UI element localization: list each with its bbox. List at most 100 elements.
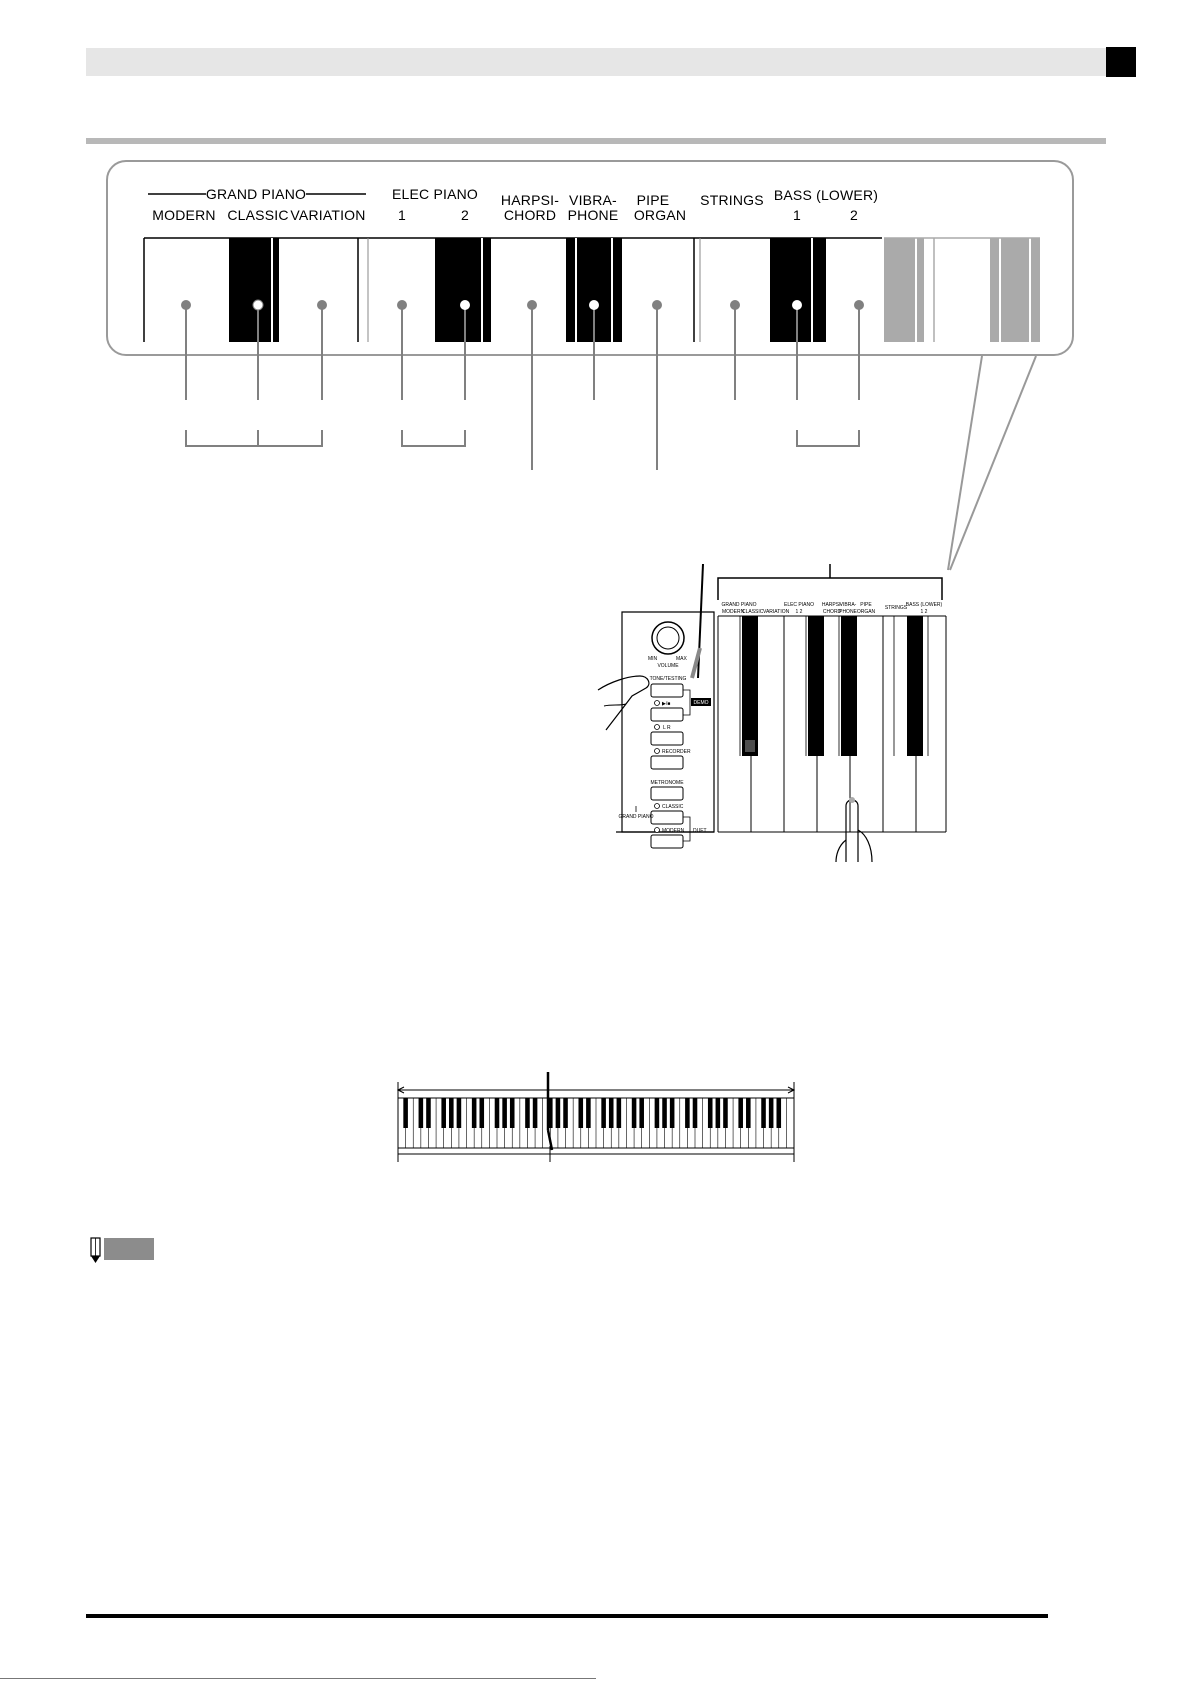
mini-black-key bbox=[669, 1098, 675, 1128]
tone-testing-label: TONE/TESTING bbox=[650, 676, 687, 682]
grand-piano-side-label: GRAND PIANO bbox=[618, 814, 653, 820]
mini-black-key bbox=[471, 1098, 477, 1128]
grey-keys-2 bbox=[990, 238, 1040, 342]
piano-control-illustration: MIN MAX VOLUME TONE/TESTING ▶/■ DEMO L R… bbox=[597, 563, 947, 863]
label-phone: PHONE bbox=[568, 207, 619, 223]
svg-text:STRINGS: STRINGS bbox=[885, 605, 908, 611]
svg-text:ELEC PIANO: ELEC PIANO bbox=[784, 602, 814, 608]
svg-text:VIBRA-: VIBRA- bbox=[840, 602, 857, 608]
mini-black-key bbox=[768, 1098, 774, 1128]
mini-black-key bbox=[456, 1098, 462, 1128]
label-modern: MODERN bbox=[152, 207, 215, 223]
svg-text:GRAND PIANO: GRAND PIANO bbox=[721, 602, 756, 608]
svg-text:CLASSIC: CLASSIC bbox=[742, 609, 764, 615]
lr-button[interactable] bbox=[650, 731, 684, 746]
mini-black-key bbox=[738, 1098, 743, 1128]
pointing-hand-icon bbox=[597, 675, 650, 731]
mini-black-key bbox=[578, 1098, 584, 1128]
label-vibra: VIBRA- bbox=[569, 192, 617, 208]
tone-button[interactable] bbox=[650, 683, 684, 698]
classic-button[interactable] bbox=[650, 810, 684, 825]
page-header-bar bbox=[86, 48, 1106, 76]
play-stop-label: ▶/■ bbox=[662, 701, 670, 707]
callout-markers bbox=[185, 305, 860, 470]
label-classic: CLASSIC bbox=[227, 207, 288, 223]
mini-black-key bbox=[441, 1098, 446, 1128]
mini-black-key bbox=[608, 1098, 614, 1128]
mini-black-key bbox=[532, 1098, 538, 1128]
mini-black-key bbox=[746, 1098, 751, 1128]
mini-black-key bbox=[654, 1098, 660, 1128]
mini-black-key bbox=[692, 1098, 698, 1128]
mini-black-key bbox=[502, 1098, 507, 1128]
mini-black-key bbox=[403, 1098, 408, 1128]
metronome-label: METRONOME bbox=[650, 780, 684, 786]
mini-black-key bbox=[555, 1098, 561, 1128]
mini-black-key bbox=[586, 1098, 591, 1128]
classic-button-label: CLASSIC bbox=[662, 804, 684, 810]
label-pipe: PIPE bbox=[637, 192, 670, 208]
svg-text:PIPE: PIPE bbox=[860, 602, 872, 608]
mini-black-key bbox=[616, 1098, 622, 1128]
mini-black-key bbox=[494, 1098, 500, 1128]
zoomed-keys bbox=[143, 237, 1040, 342]
mini-black-key bbox=[723, 1098, 728, 1128]
svg-text:PHONE: PHONE bbox=[839, 609, 857, 615]
mini-black-key bbox=[639, 1098, 644, 1128]
label-chord: CHORD bbox=[504, 207, 556, 223]
demo-label: DEMO bbox=[694, 700, 709, 706]
metronome-button[interactable] bbox=[650, 786, 684, 801]
zoom-line-right bbox=[949, 355, 1037, 571]
grey-keys-1 bbox=[884, 238, 924, 342]
mini-black-key bbox=[418, 1098, 424, 1128]
label-bass-1: 1 bbox=[793, 207, 801, 223]
pencil-note-icon bbox=[90, 1237, 101, 1263]
mini-black-key bbox=[548, 1098, 553, 1128]
recorder-button[interactable] bbox=[650, 755, 684, 770]
svg-text:BASS (LOWER): BASS (LOWER) bbox=[906, 602, 943, 608]
modern-button-label: MODERN bbox=[662, 828, 685, 834]
volume-max-label: MAX bbox=[676, 656, 688, 662]
tone-labels: GRAND PIANO MODERN CLASSIC VARIATION ELE… bbox=[148, 186, 878, 223]
volume-min-label: MIN bbox=[648, 656, 658, 662]
mini-black-key bbox=[525, 1098, 530, 1128]
footer-thin-rule bbox=[0, 1678, 596, 1679]
svg-text:1 2: 1 2 bbox=[796, 609, 803, 615]
svg-text:MODERN: MODERN bbox=[722, 609, 745, 615]
note-badge bbox=[104, 1238, 154, 1260]
label-organ: ORGAN bbox=[634, 207, 686, 223]
finger-press-icon bbox=[845, 799, 859, 862]
label-harpsi: HARPSI- bbox=[501, 192, 559, 208]
label-bass-2: 2 bbox=[850, 207, 858, 223]
mini-black-key bbox=[601, 1098, 606, 1128]
mini-black-key bbox=[479, 1098, 485, 1128]
svg-text:VARIATION: VARIATION bbox=[763, 609, 790, 615]
label-strings: STRINGS bbox=[700, 192, 764, 208]
modern-button[interactable] bbox=[650, 834, 684, 849]
mini-black-key bbox=[509, 1098, 515, 1128]
mini-black-key bbox=[761, 1098, 766, 1128]
duet-label: DUET bbox=[693, 828, 707, 834]
label-grand-piano: GRAND PIANO bbox=[206, 186, 306, 202]
black-key-classic bbox=[229, 238, 279, 342]
mini-black-key bbox=[715, 1098, 721, 1128]
zoom-line-left bbox=[947, 355, 983, 571]
section-rule bbox=[86, 138, 1106, 144]
volume-label: VOLUME bbox=[657, 663, 679, 669]
mini-black-key bbox=[707, 1098, 713, 1128]
mini-black-key bbox=[426, 1098, 431, 1128]
label-elec-piano-1: 1 bbox=[398, 207, 406, 223]
svg-text:CHORD: CHORD bbox=[823, 609, 842, 615]
label-elec-piano-2: 2 bbox=[461, 207, 469, 223]
chapter-tab-marker bbox=[1106, 47, 1136, 77]
mini-black-key bbox=[685, 1098, 690, 1128]
play-stop-button[interactable] bbox=[650, 707, 684, 722]
mini-black-key bbox=[449, 1098, 454, 1128]
label-elec-piano: ELEC PIANO bbox=[392, 186, 478, 202]
svg-text:HARPSI-: HARPSI- bbox=[822, 602, 843, 608]
lr-label: L R bbox=[663, 725, 671, 731]
mini-black-key bbox=[776, 1098, 782, 1128]
recorder-label: RECORDER bbox=[662, 749, 691, 755]
mini-black-key bbox=[662, 1098, 667, 1128]
